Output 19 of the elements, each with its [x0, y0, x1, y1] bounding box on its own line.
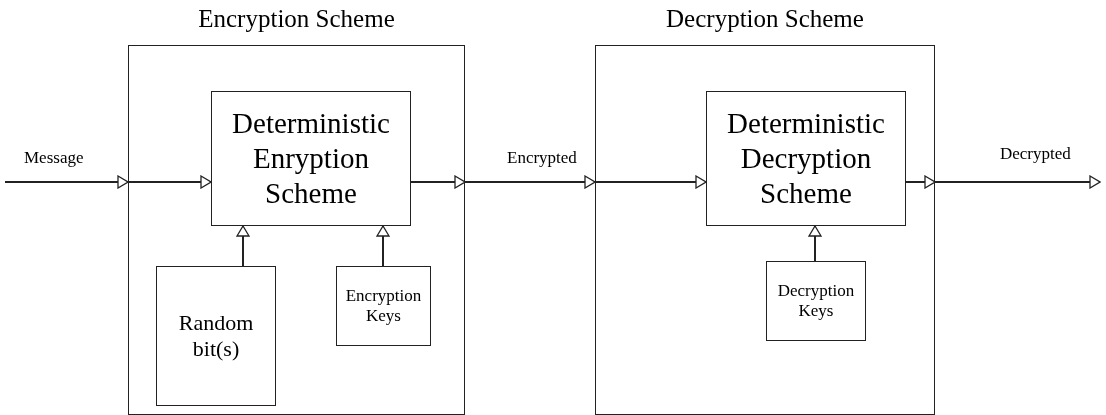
edge-label: Decrypted	[998, 144, 1073, 164]
process-box: Random bit(s)	[156, 266, 276, 406]
arrow	[594, 175, 707, 189]
panel-title: Decryption Scheme	[665, 5, 865, 33]
process-box: Decryption Keys	[766, 261, 866, 341]
process-box: Deterministic Enryption Scheme	[211, 91, 411, 226]
arrow	[4, 175, 129, 189]
arrow	[464, 175, 596, 189]
panel-title: Encryption Scheme	[197, 5, 396, 33]
edge-label: Encrypted	[505, 148, 579, 168]
process-box: Deterministic Decryption Scheme	[706, 91, 906, 226]
process-box: Encryption Keys	[336, 266, 431, 346]
arrow	[376, 225, 390, 267]
arrow	[127, 175, 212, 189]
arrow	[934, 175, 1101, 189]
arrow	[410, 175, 466, 189]
arrow	[808, 225, 822, 262]
arrow	[905, 175, 936, 189]
arrow	[236, 225, 250, 267]
